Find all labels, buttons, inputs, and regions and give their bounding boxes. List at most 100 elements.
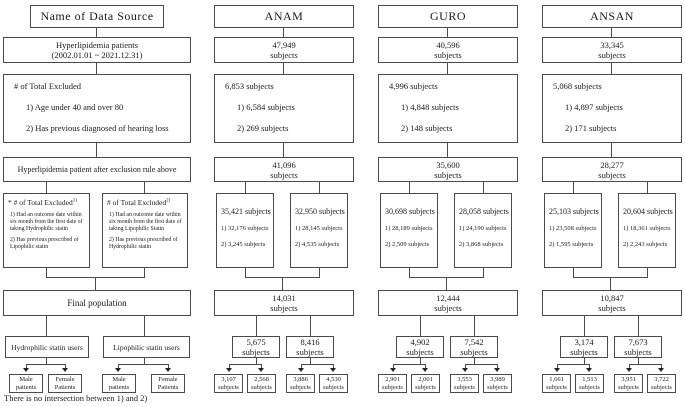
connector-line	[301, 364, 334, 365]
lipo-excluded-total: 32,950 subjects	[295, 207, 345, 216]
excluded-total: 5,068 subjects	[553, 81, 602, 91]
down-arrow-icon	[494, 368, 500, 372]
excluded-item-1: 1) 4,897 subjects	[565, 102, 623, 112]
connector-line	[573, 268, 574, 278]
female-line2: Patients	[157, 383, 179, 391]
hydro-criteria-title-text: * # of Total Excluded	[8, 198, 73, 207]
lipo-users-count: 8,416	[300, 337, 320, 347]
source-header-label: Name of Data Source	[40, 9, 154, 23]
lipo-criteria-item-2: 2) Has previous prescribed of Hydrophili…	[109, 237, 178, 251]
connector-line	[118, 364, 119, 369]
connector-line	[409, 268, 410, 278]
connector-line	[261, 364, 262, 369]
lipo-male-count: 3,886	[293, 375, 308, 383]
connector-line	[611, 63, 612, 74]
connector-line	[647, 182, 648, 193]
connector-line	[393, 364, 426, 365]
subjects-label: subjects	[598, 169, 626, 180]
hospital-column: GURO 40,596 subjects 4,996 subjects 1) 4…	[378, 0, 518, 407]
hydro-criteria-item-1: 1) Had an outcome date within six month …	[10, 212, 83, 232]
lipo-excluded-total: 28,058 subjects	[459, 207, 509, 216]
final-population-count: 12,444	[436, 293, 460, 303]
connector-line	[65, 364, 66, 369]
connector-line	[611, 28, 612, 37]
female-line1: Female	[158, 375, 178, 383]
hydro-excluded-box: 35,421 subjects 1) 32,176 subjects 2) 3,…	[216, 193, 274, 268]
connector-line	[26, 364, 66, 365]
connector-line	[557, 364, 590, 365]
connector-line	[46, 268, 47, 278]
hydro-male-box: 2,901 subjects	[378, 374, 407, 393]
final-population-label: Final population	[67, 298, 127, 308]
connector-line	[638, 316, 639, 336]
subjects-label: subjects	[624, 347, 652, 357]
connector-line	[283, 63, 284, 74]
lipo-excluded-item-1: 1) 24,190 subjects	[459, 225, 507, 232]
lipo-excluded-item-1: 1) 28,145 subjects	[295, 225, 343, 232]
hydro-users-box: 4,902 subjects	[396, 336, 444, 358]
lipo-users-count: 7,673	[628, 337, 648, 347]
subjects-label: subjects	[546, 383, 567, 391]
connector-line	[118, 364, 169, 365]
connector-line	[447, 63, 448, 74]
down-arrow-icon	[626, 368, 632, 372]
hydro-excluded-total: 25,103 subjects	[549, 207, 599, 216]
hydrophilic-users-box: Hydrophilic statin users	[5, 336, 89, 358]
final-population-box: 14,031 subjects	[214, 290, 354, 316]
lipo-male-count: 3,553	[457, 375, 472, 383]
connector-line	[474, 358, 475, 364]
hydro-male-count: 1,661	[549, 375, 564, 383]
excluded-box: 4,996 subjects 1) 4,848 subjects 2) 148 …	[378, 74, 518, 143]
after-exclusion-box: Hyperlipidemia patient after exclusion r…	[3, 157, 191, 182]
connector-line	[647, 268, 648, 278]
after-exclusion-count: 28,277	[600, 159, 624, 170]
connector-line	[447, 28, 448, 37]
subjects-label: subjects	[406, 347, 434, 357]
excluded-total: 6,853 subjects	[225, 81, 274, 91]
hydro-excluded-box: 25,103 subjects 1) 23,508 subjects 2) 1,…	[544, 193, 602, 268]
after-exclusion-box: 35,600 subjects	[378, 157, 518, 182]
hydro-female-count: 1,513	[582, 375, 597, 383]
subjects-label: subjects	[270, 50, 298, 60]
excluded-total: 4,996 subjects	[389, 81, 438, 91]
hydro-criteria-title: * # of Total Excluded1)	[8, 198, 87, 207]
down-arrow-icon	[422, 368, 428, 372]
hydro-excluded-item-2: 2) 3,245 subjects	[221, 241, 266, 248]
subjects-label: subjects	[270, 303, 298, 313]
hydro-female-box: 2,568 subjects	[247, 374, 276, 393]
subjects-label: subjects	[290, 383, 311, 391]
connector-line	[96, 63, 97, 74]
connector-line	[584, 358, 585, 364]
down-arrow-icon	[658, 368, 664, 372]
connector-line	[46, 358, 47, 364]
lipo-male-box: 3,886 subjects	[286, 374, 315, 393]
subjects-label: subjects	[460, 347, 488, 357]
subjects-label: subjects	[218, 383, 239, 391]
connector-line	[333, 364, 334, 369]
hydro-male-box: 1,661 subjects	[542, 374, 571, 393]
down-arrow-icon	[586, 368, 592, 372]
hospital-name: GURO	[429, 9, 466, 23]
total-patients-count: 33,345	[600, 40, 624, 50]
excluded-item-2: 2) 171 subjects	[565, 123, 617, 133]
hydro-users-box: 5,675 subjects	[232, 336, 280, 358]
patients-line2: (2002.01.01 ~ 2021.12.31)	[51, 50, 143, 60]
subjects-label: subjects	[579, 383, 600, 391]
connector-line	[409, 182, 410, 193]
female-line1: Female	[55, 375, 75, 383]
hydro-female-box: 1,513 subjects	[575, 374, 604, 393]
subjects-label: subjects	[270, 169, 298, 180]
down-arrow-icon	[554, 368, 560, 372]
hospital-header-box: ANAM	[214, 5, 354, 28]
lipo-excluded-item-1: 1) 18,361 subjects	[623, 225, 671, 232]
connector-line	[95, 277, 96, 290]
subjects-label: subjects	[323, 383, 344, 391]
down-arrow-icon	[62, 368, 68, 372]
subjects-label: subjects	[434, 169, 462, 180]
total-patients-box: 40,596 subjects	[378, 37, 518, 63]
down-arrow-icon	[165, 368, 171, 372]
connector-line	[310, 358, 311, 364]
down-arrow-icon	[462, 368, 468, 372]
hospital-header-box: ANSAN	[542, 5, 682, 28]
connector-line	[144, 358, 145, 364]
